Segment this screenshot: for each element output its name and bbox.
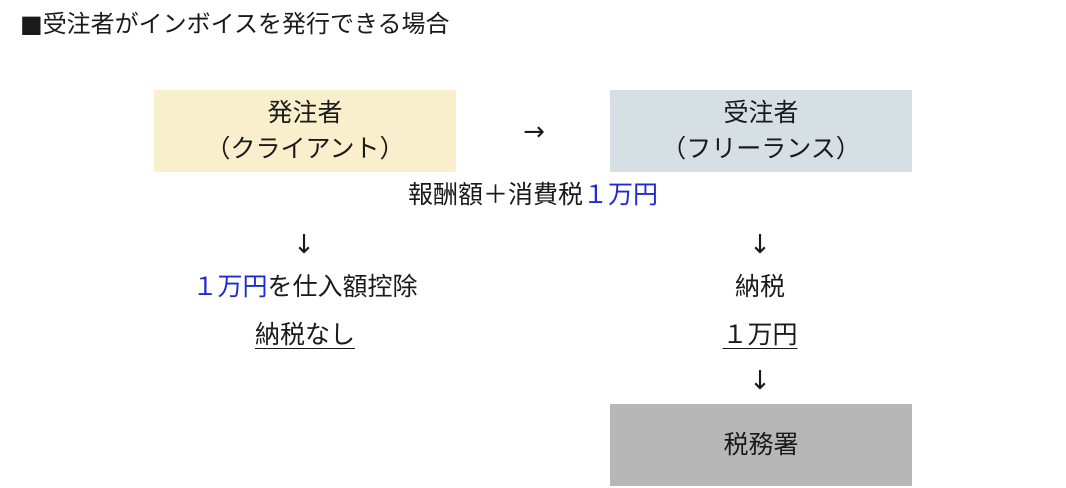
right-arrow-icon: → [523,117,545,147]
page-title-text: 受注者がインボイスを発行できる場合 [42,10,450,38]
pay-tax-label: 納税 [734,272,785,301]
payment-text: 報酬額＋消費税 [407,180,583,209]
deduction-text: を仕入額控除 [267,272,418,301]
payment-amount: １万円 [583,180,659,209]
down-arrow-icon: ↓ [749,366,771,396]
freelancer-box: 受注者 （フリーランス） [610,90,912,172]
client-sublabel: （クライアント） [205,134,405,163]
tax-amount-text: １万円 [722,320,798,349]
no-tax-label: 納税なし [220,318,390,352]
square-bullet-icon: ■ [20,10,43,38]
payment-label: 報酬額＋消費税１万円 [383,178,683,212]
client-label: 発注者 [267,98,343,127]
no-tax-text: 納税なし [254,320,355,349]
tax-amount-label: １万円 [690,318,830,352]
deduction-label: １万円を仕入額控除 [170,270,440,304]
freelancer-label: 受注者 [723,98,799,127]
tax-office-label: 税務署 [723,430,799,459]
freelancer-sublabel: （フリーランス） [661,134,861,163]
down-arrow-icon: ↓ [749,230,771,260]
client-box: 発注者 （クライアント） [154,90,456,172]
page-title: ■受注者がインボイスを発行できる場合 [20,8,450,40]
tax-office-box: 税務署 [610,404,912,486]
deduction-amount: １万円 [192,272,268,301]
down-arrow-icon: ↓ [293,230,315,260]
